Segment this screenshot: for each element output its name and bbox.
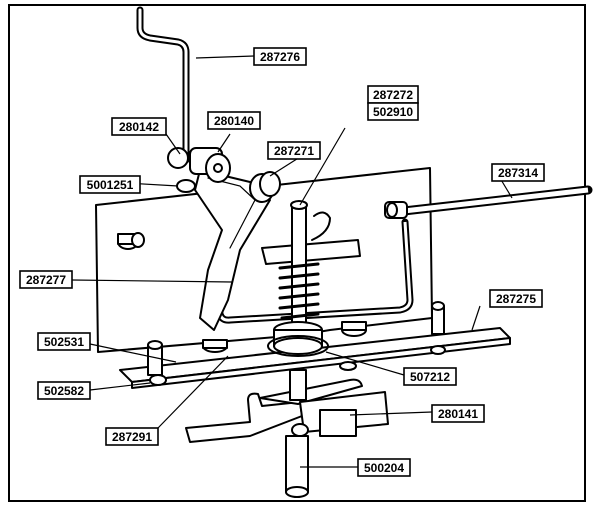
callout-502910: 502910 xyxy=(367,102,419,121)
svg-text:502582: 502582 xyxy=(44,384,84,398)
svg-text:287277: 287277 xyxy=(26,273,66,287)
bottom-bracket-280141 xyxy=(185,378,389,443)
svg-text:287275: 287275 xyxy=(496,292,536,306)
base-plate-edge xyxy=(131,337,511,389)
callout-287277: 287277 xyxy=(19,270,73,289)
fasteners xyxy=(147,301,446,386)
svg-text:287276: 287276 xyxy=(260,50,300,64)
callout-507212: 507212 xyxy=(403,367,457,386)
callout-287275: 287275 xyxy=(489,289,543,308)
svg-text:287291: 287291 xyxy=(112,430,152,444)
link-rod-287314-core xyxy=(394,187,589,215)
callout-287314: 287314 xyxy=(491,163,545,182)
pivot-assembly xyxy=(167,147,231,193)
callout-280141: 280141 xyxy=(431,404,485,423)
callout-labels: 287276 280142 280140 287272 502910 28727… xyxy=(19,47,545,477)
control-rod-287276-core xyxy=(138,8,188,162)
svg-text:280141: 280141 xyxy=(438,407,478,421)
callout-287291: 287291 xyxy=(105,427,159,446)
svg-text:280140: 280140 xyxy=(214,114,254,128)
svg-text:287272: 287272 xyxy=(373,88,413,102)
plate-pin xyxy=(117,232,145,250)
diagram-frame xyxy=(8,4,586,502)
callout-502531: 502531 xyxy=(37,332,91,351)
svg-text:280142: 280142 xyxy=(119,120,159,134)
spring-assembly xyxy=(261,200,361,357)
svg-text:500204: 500204 xyxy=(364,461,404,475)
callout-280140: 280140 xyxy=(207,111,261,130)
callout-280142: 280142 xyxy=(111,117,167,136)
roller-287271 xyxy=(249,171,281,203)
callout-500204: 500204 xyxy=(357,458,411,477)
pin-500204 xyxy=(285,369,309,498)
leader-lines xyxy=(71,55,513,468)
callout-502582: 502582 xyxy=(37,381,91,400)
svg-text:287271: 287271 xyxy=(274,144,314,158)
callout-287276: 287276 xyxy=(253,47,307,66)
lever-arm-edge xyxy=(207,177,256,249)
callout-5001251: 5001251 xyxy=(79,175,141,194)
svg-text:287314: 287314 xyxy=(498,166,538,180)
svg-text:502531: 502531 xyxy=(44,335,84,349)
callout-287272: 287272 xyxy=(367,85,419,104)
rod-end-fitting xyxy=(384,201,408,219)
parts-drawing xyxy=(95,6,593,498)
svg-text:5001251: 5001251 xyxy=(87,178,134,192)
callout-287271: 287271 xyxy=(267,141,321,160)
control-rod-287276 xyxy=(136,6,190,164)
svg-text:502910: 502910 xyxy=(373,105,413,119)
svg-text:507212: 507212 xyxy=(410,370,450,384)
